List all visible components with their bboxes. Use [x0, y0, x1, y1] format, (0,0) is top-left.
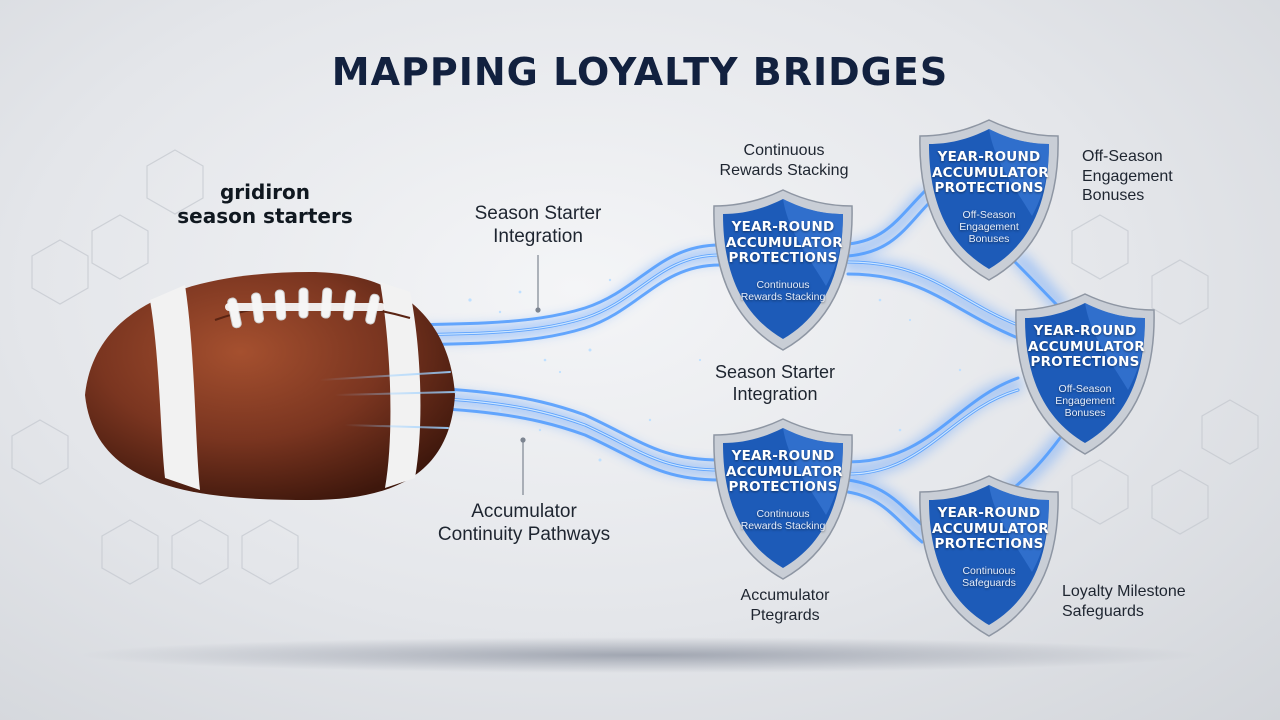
shield-subtitle: Off-Season Engagement Bonuses [959, 209, 1019, 245]
label-season-starter-mid: Season Starter Integration [714, 362, 836, 404]
shield-mid-right: YEAR-ROUND ACCUMULATOR PROTECTIONS Off-S… [1010, 290, 1160, 458]
label-accumulator-continuity: Accumulator Continuity Pathways [437, 501, 611, 546]
shield-title: YEAR-ROUND ACCUMULATOR PROTECTIONS [932, 149, 1049, 196]
shield-title: YEAR-ROUND ACCUMULATOR PROTECTIONS [726, 448, 843, 495]
shield-icon [1015, 293, 1155, 455]
shield-icon [919, 475, 1059, 637]
shield-top-right: YEAR-ROUND ACCUMULATOR PROTECTIONS Off-S… [914, 116, 1064, 284]
floor-shadow [80, 637, 1200, 673]
shield-subtitle: Off-Season Engagement Bonuses [1055, 383, 1115, 419]
label-season-starter-top: Season Starter Integration [474, 203, 602, 248]
hexagon-pattern [11, 149, 1259, 585]
label-continuous-rewards: Continuous Rewards Stacking [719, 142, 849, 179]
label-off-season: Off-Season Engagement Bonuses [1082, 148, 1173, 205]
football-icon [85, 272, 456, 500]
shield-subtitle: Continuous Safeguards [962, 565, 1016, 589]
page-title: MAPPING LOYALTY BRIDGES [331, 50, 949, 94]
label-loyalty-milestone: Loyalty Milestone Safeguards [1062, 583, 1186, 620]
shield-title: YEAR-ROUND ACCUMULATOR PROTECTIONS [932, 505, 1049, 552]
shield-title: YEAR-ROUND ACCUMULATOR PROTECTIONS [726, 219, 843, 266]
shield-subtitle: Continuous Rewards Stacking [740, 508, 826, 532]
shield-bottom-right: YEAR-ROUND ACCUMULATOR PROTECTIONS Conti… [914, 472, 1064, 640]
connector-lines [520, 255, 541, 495]
shield-upper-left: YEAR-ROUND ACCUMULATOR PROTECTIONS Conti… [708, 186, 858, 354]
shield-icon [919, 119, 1059, 281]
shield-subtitle: Continuous Rewards Stacking [740, 279, 826, 303]
shield-icon [713, 189, 853, 351]
source-label: gridiron season starters [177, 180, 353, 229]
label-accumulator-ptegrards: Accumulator Ptegrards [740, 587, 830, 624]
shield-title: YEAR-ROUND ACCUMULATOR PROTECTIONS [1028, 323, 1145, 370]
shield-icon [713, 418, 853, 580]
shield-lower-left: YEAR-ROUND ACCUMULATOR PROTECTIONS Conti… [708, 415, 858, 583]
